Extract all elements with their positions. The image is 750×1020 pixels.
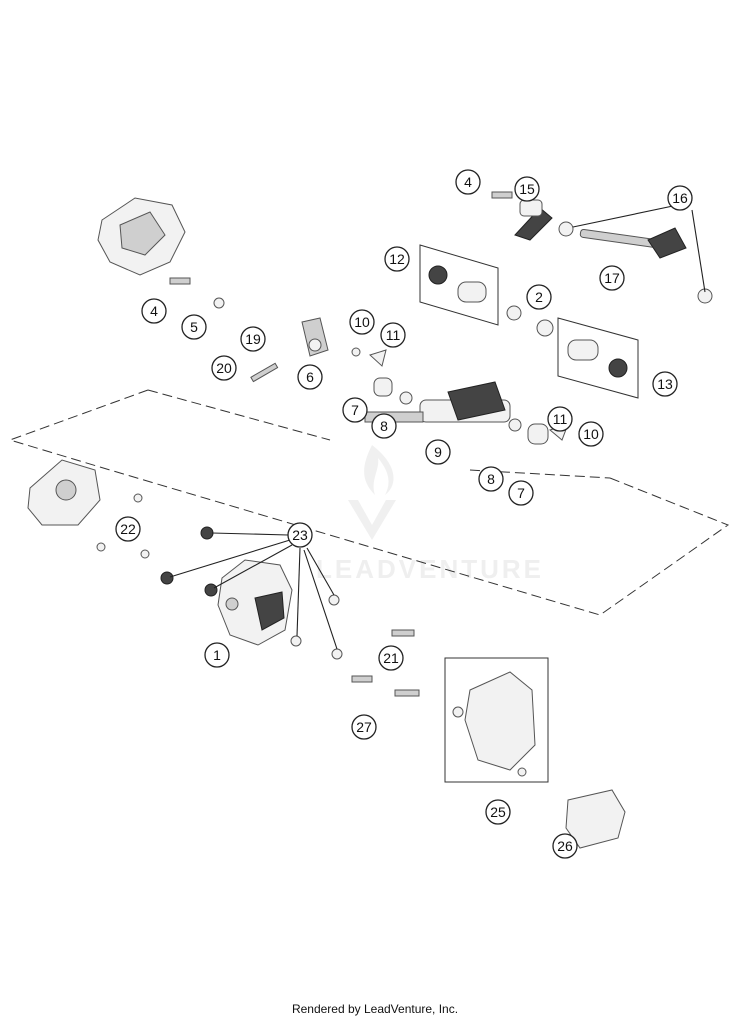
- svg-text:27: 27: [356, 719, 372, 735]
- callout-19: 19: [240, 326, 266, 352]
- callout-15: 15: [514, 176, 540, 202]
- svg-text:26: 26: [557, 838, 573, 854]
- svg-text:8: 8: [380, 418, 388, 434]
- svg-text:11: 11: [386, 327, 401, 343]
- svg-text:4: 4: [150, 303, 158, 319]
- shift-lever-part-15: [514, 199, 553, 241]
- callout-26: 26: [552, 833, 578, 859]
- callout-5: 5: [181, 314, 207, 340]
- callout-21: 21: [378, 645, 404, 671]
- callout-16: 16: [667, 185, 693, 211]
- callout-8-left: 8: [371, 413, 397, 439]
- callout-4-left: 4: [141, 298, 167, 324]
- housing-part-1: [217, 559, 293, 646]
- svg-text:16: 16: [672, 190, 688, 206]
- svg-text:25: 25: [490, 804, 506, 820]
- small-parts: [96, 191, 713, 777]
- kit-box-12: [419, 244, 499, 326]
- kit-box-25: [444, 657, 549, 783]
- svg-text:13: 13: [657, 376, 673, 392]
- callout-7-right: 7: [508, 480, 534, 506]
- svg-text:6: 6: [306, 369, 314, 385]
- svg-text:23: 23: [292, 527, 308, 543]
- lever-part-6: [301, 317, 329, 357]
- footer-credit: Rendered by LeadVenture, Inc.: [291, 1002, 459, 1016]
- callout-10-left: 10: [349, 309, 375, 335]
- svg-text:5: 5: [190, 319, 198, 335]
- svg-text:12: 12: [389, 251, 405, 267]
- callout-17: 17: [599, 265, 625, 291]
- svg-text:15: 15: [519, 181, 535, 197]
- watermark-text: LEADVENTURE: [316, 554, 544, 584]
- engine-outline-dashed: [9, 389, 730, 616]
- callout-12: 12: [384, 246, 410, 272]
- callout-7-left: 7: [342, 397, 368, 423]
- callout-11-left: 11: [380, 322, 406, 348]
- svg-text:7: 7: [351, 402, 359, 418]
- top-cover-part: [97, 197, 186, 276]
- cover-part-26: [565, 789, 626, 849]
- callout-27: 27: [351, 714, 377, 740]
- callout-6: 6: [297, 364, 323, 390]
- svg-text:17: 17: [604, 270, 620, 286]
- shift-shaft-part-17: [579, 227, 687, 259]
- svg-text:7: 7: [517, 485, 525, 501]
- svg-text:21: 21: [383, 650, 399, 666]
- svg-text:2: 2: [535, 289, 543, 305]
- svg-text:4: 4: [464, 174, 472, 190]
- svg-text:8: 8: [487, 471, 495, 487]
- shift-drum-part-9: [364, 381, 511, 423]
- callout-22: 22: [115, 516, 141, 542]
- callout-23: 23: [287, 522, 313, 548]
- svg-text:20: 20: [216, 360, 232, 376]
- left-cover-part: [27, 459, 101, 526]
- svg-text:22: 22: [120, 521, 136, 537]
- kit-box-13: [557, 317, 639, 399]
- callout-10-right: 10: [578, 421, 604, 447]
- callout-20: 20: [211, 355, 237, 381]
- callout-2: 2: [526, 284, 552, 310]
- svg-text:10: 10: [583, 426, 599, 442]
- watermark-logo: LEADVENTURE: [316, 445, 544, 584]
- svg-text:19: 19: [245, 331, 261, 347]
- callout-9: 9: [425, 439, 451, 465]
- callout-13: 13: [652, 371, 678, 397]
- svg-text:11: 11: [553, 411, 568, 427]
- svg-text:10: 10: [354, 314, 370, 330]
- leader-lines: [169, 201, 706, 650]
- callout-8-right: 8: [478, 466, 504, 492]
- callout-11-right: 11: [547, 406, 573, 432]
- callout-4-top: 4: [455, 169, 481, 195]
- callout-1: 1: [204, 642, 230, 668]
- svg-text:1: 1: [213, 647, 221, 663]
- callout-25: 25: [485, 799, 511, 825]
- svg-text:9: 9: [434, 444, 442, 460]
